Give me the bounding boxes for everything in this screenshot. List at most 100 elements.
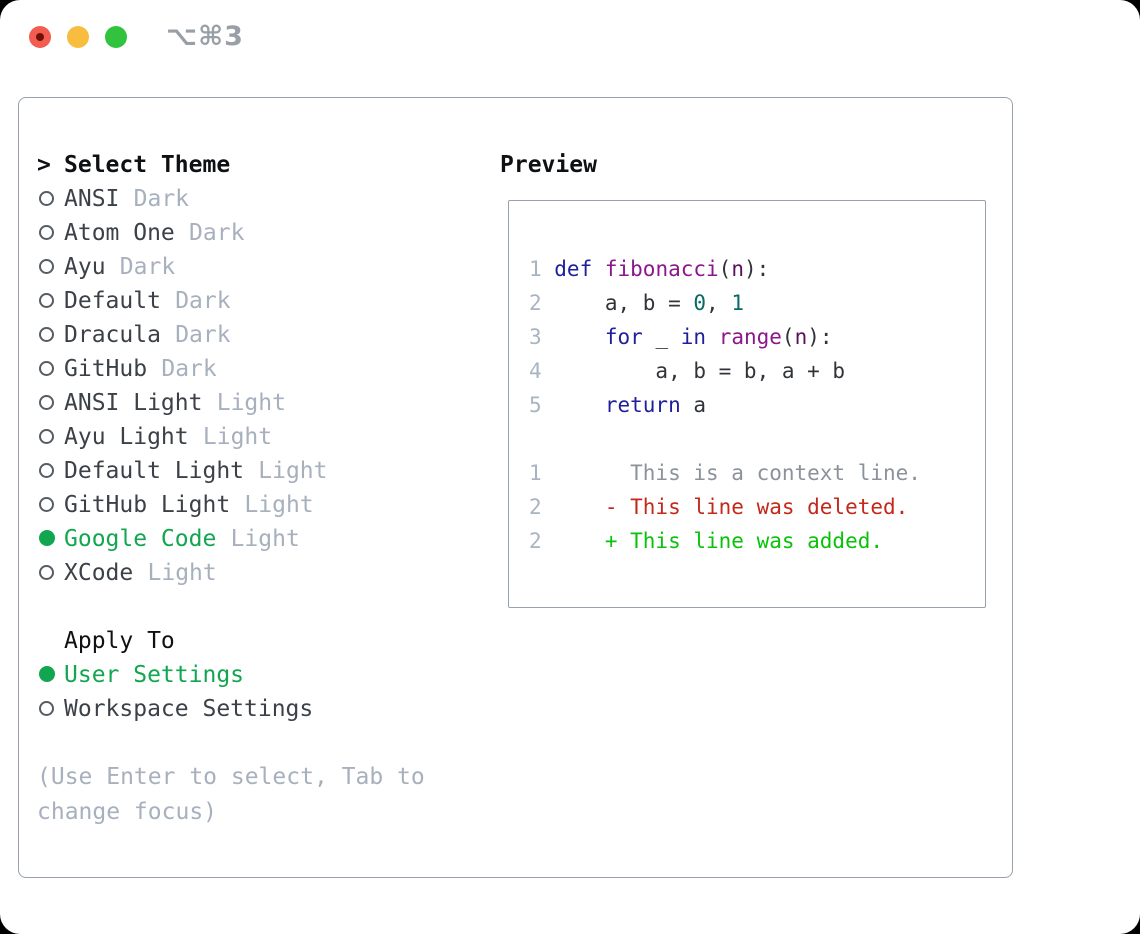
radio-cell (29, 284, 64, 318)
theme-name: ANSI Light (64, 390, 203, 416)
code-segment: ): (807, 325, 833, 349)
code-segment: fibonacci (604, 257, 719, 281)
code-segment: in (680, 325, 707, 349)
line-number: 4 (529, 359, 542, 383)
code-text: def fibonacci(n): (554, 252, 769, 286)
code-segment: a, b = b, a + b (554, 359, 846, 383)
theme-name: GitHub Light (64, 492, 231, 518)
radio-icon (39, 666, 55, 682)
apply-option-label: Workspace Settings (64, 696, 314, 722)
code-text: a, b = 0, 1 (554, 286, 744, 320)
theme-name: Ayu Light (64, 424, 189, 450)
minimize-button[interactable] (67, 26, 89, 48)
apply-option-label: User Settings (64, 662, 245, 688)
radio-icon (39, 565, 54, 580)
theme-option[interactable]: Ayu Light Light (29, 420, 457, 454)
radio-icon (39, 191, 54, 206)
line-number: 5 (529, 393, 542, 417)
theme-variant-label: Dark (133, 186, 190, 212)
window-shortcut-label: ⌥⌘3 (166, 21, 244, 52)
radio-icon (39, 530, 55, 546)
radio-cell (29, 182, 64, 216)
close-button[interactable] (29, 26, 51, 48)
radio-cell (29, 692, 64, 726)
line-number: 3 (529, 325, 542, 349)
radio-icon (39, 701, 54, 716)
code-segment: ): (743, 257, 770, 281)
blank-line (529, 422, 985, 456)
code-segment: for (604, 325, 643, 349)
theme-option[interactable]: Default Light Light (29, 454, 457, 488)
radio-cell (29, 556, 64, 590)
theme-name: Default Light (64, 458, 245, 484)
theme-variant-label: Light (230, 526, 300, 552)
select-theme-header: >Select Theme (29, 148, 457, 182)
theme-variant-label: Light (202, 424, 273, 450)
code-line: 1 def fibonacci(n): (529, 252, 985, 286)
radio-cell (29, 216, 64, 250)
code-segment: 1 (731, 291, 744, 315)
code-segment (706, 325, 719, 349)
code-segment: a, b = (554, 291, 694, 315)
theme-option[interactable]: Default Dark (29, 284, 457, 318)
line-number: 2 (529, 291, 542, 315)
apply-option[interactable]: Workspace Settings (29, 692, 457, 726)
code-segment: , (706, 291, 732, 315)
diff-text: This is a context line. (554, 461, 921, 485)
theme-variant-label: Dark (175, 288, 231, 314)
code-segment (592, 257, 605, 281)
radio-cell (29, 454, 64, 488)
diff-line: 2 - This line was deleted. (529, 490, 985, 524)
code-segment: n (794, 325, 808, 349)
radio-icon (39, 259, 54, 274)
theme-variant-label: Light (258, 458, 328, 484)
theme-option[interactable]: Google Code Light (29, 522, 457, 556)
code-segment: return (604, 393, 681, 417)
traffic-lights (29, 26, 127, 48)
theme-option[interactable]: GitHub Dark (29, 352, 457, 386)
radio-icon (39, 395, 54, 410)
theme-variant-label: Dark (119, 254, 176, 280)
theme-variant-label: Dark (189, 220, 245, 246)
code-line: 2 a, b = 0, 1 (529, 286, 985, 320)
radio-icon (39, 497, 54, 512)
code-text: for _ in range(n): (554, 320, 833, 354)
apply-option[interactable]: User Settings (29, 658, 457, 692)
radio-icon (39, 429, 54, 444)
code-line: 3 for _ in range(n): (529, 320, 985, 354)
radio-cell (29, 488, 64, 522)
code-segment: a (680, 393, 707, 417)
theme-variant-label: Dark (161, 356, 217, 382)
theme-name: XCode (64, 560, 134, 586)
zoom-button[interactable] (105, 26, 127, 48)
code-line: 5 return a (529, 388, 985, 422)
theme-name: GitHub (64, 356, 148, 382)
theme-name: Google Code (64, 526, 217, 552)
theme-variant-label: Dark (175, 322, 231, 348)
code-segment (554, 325, 605, 349)
code-line: 4 a, b = b, a + b (529, 354, 985, 388)
apply-to-title: Apply To (64, 628, 175, 654)
radio-icon (39, 361, 54, 376)
close-dot-icon (36, 33, 44, 41)
radio-icon (39, 463, 54, 478)
theme-name: Default (64, 288, 161, 314)
radio-cell (29, 352, 64, 386)
code-text: a, b = b, a + b (554, 354, 845, 388)
line-number: 1 (529, 257, 542, 281)
line-number: 2 (529, 529, 542, 553)
code-segment: def (554, 257, 593, 281)
code-segment (554, 393, 605, 417)
diff-text: + This line was added. (554, 529, 884, 553)
